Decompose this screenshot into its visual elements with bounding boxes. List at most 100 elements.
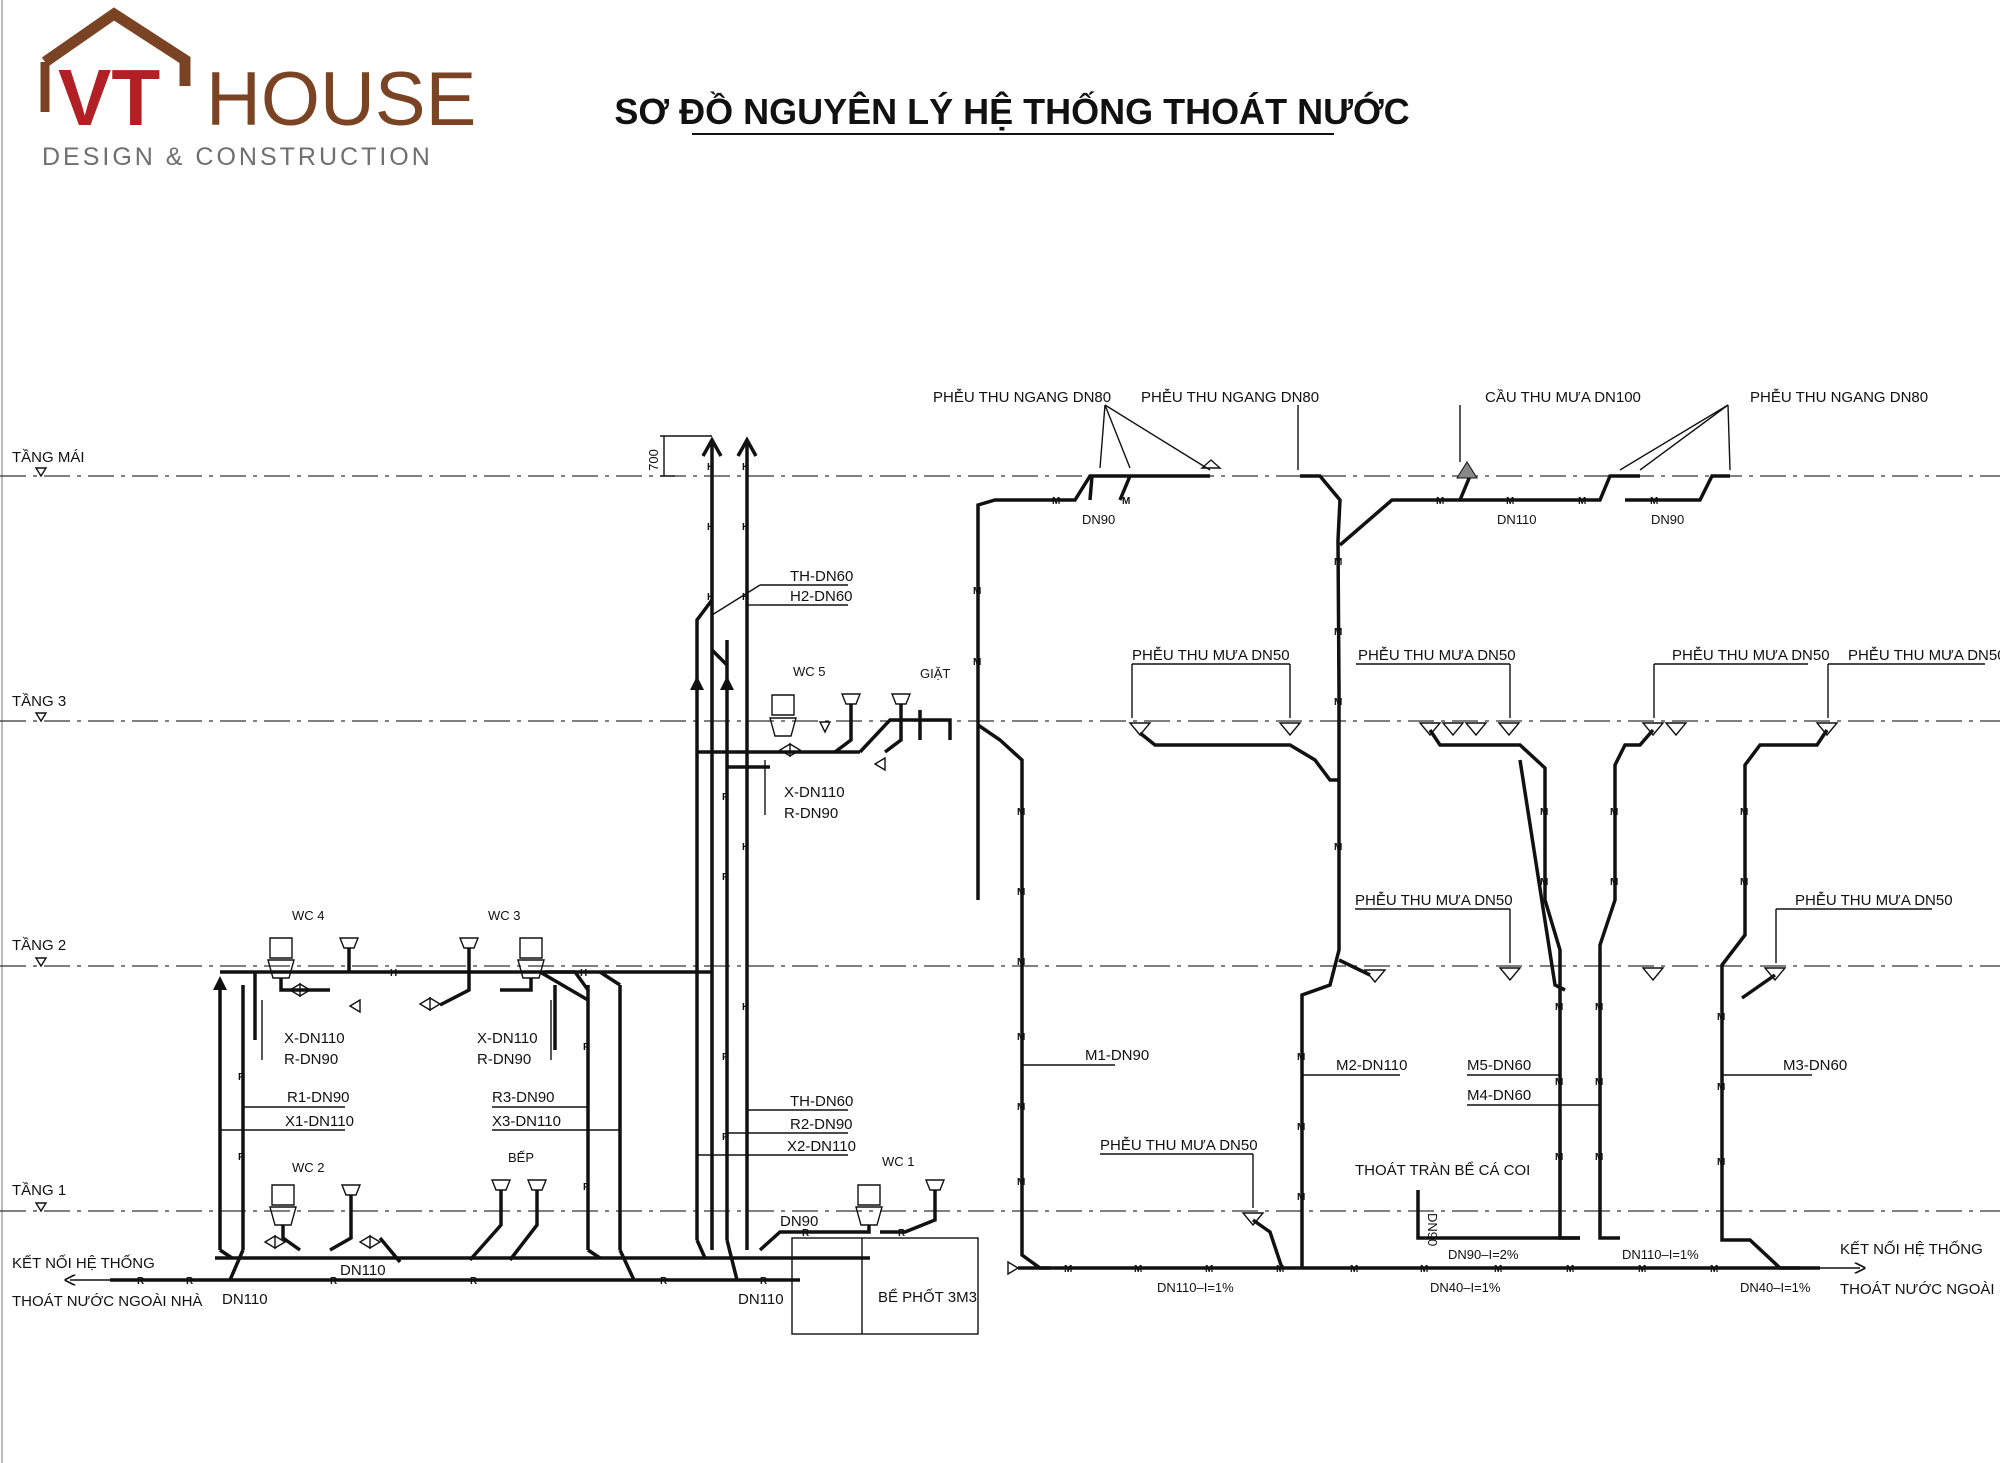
- pipe-code-tag: M: [1334, 697, 1342, 708]
- pipe-label-r-dn90-wc5: R-DN90: [784, 805, 838, 822]
- pipe-code-tag: M: [1122, 496, 1130, 507]
- pipe-code-tag: M: [1555, 1002, 1563, 1013]
- rain-funnel-icon: [1128, 722, 1152, 737]
- pipe-code-tag: R: [760, 1276, 768, 1287]
- pipe-label-r-dn90-wc4: R-DN90: [284, 1051, 338, 1068]
- logo-mark: VT: [58, 53, 160, 142]
- pipe-code-tag: R: [137, 1276, 145, 1287]
- page-title: SƠ ĐỒ NGUYÊN LÝ HỆ THỐNG THOÁT NƯỚC: [614, 90, 1409, 132]
- rain-funnel-icon: [1641, 967, 1665, 982]
- pipe-code-tag: M: [1650, 496, 1658, 507]
- rain-stack-m4: [1598, 728, 1655, 1240]
- rain-stack-m2: [1300, 690, 1341, 1268]
- rain-funnel-icon: [1441, 722, 1465, 737]
- pipe-label-dn90-roof-a: DN90: [1082, 512, 1115, 527]
- level-marker-icon: [34, 1202, 48, 1213]
- pipe-code-tag: M: [1334, 557, 1342, 568]
- level-marker-icon: [34, 712, 48, 723]
- toilet-icon: [769, 694, 797, 737]
- exit-right-line1: KẾT NỐI HỆ THỐNG: [1840, 1240, 1983, 1258]
- branch-pipe: [545, 970, 590, 992]
- toilet-icon: [855, 1184, 883, 1226]
- room-label-wc3: WC 3: [488, 908, 521, 923]
- brand-logo: VT HOUSE DESIGN & CONSTRUCTION: [40, 7, 476, 171]
- leader-line: [711, 584, 761, 616]
- level-label-t2: TẦNG 2: [12, 937, 66, 954]
- pipe-code-tag: M: [1350, 1264, 1358, 1275]
- vent-arrow-icon: [701, 436, 723, 457]
- pipe-label-x2-dn110: X2-DN110: [787, 1138, 856, 1155]
- pipe-code-tag: M: [1717, 1082, 1725, 1093]
- leader-line: [1639, 404, 1729, 471]
- rain-funnel-icon: [1278, 722, 1302, 737]
- sink-icon: [340, 1184, 362, 1196]
- callout-fish-pond: THOÁT TRÀN BỂ CÁ COI: [1355, 1161, 1530, 1179]
- branch-pipe: [468, 1190, 503, 1262]
- branch-pipe: [1338, 958, 1371, 977]
- pipe-label-m4-dn60: M4-DN60: [1467, 1087, 1531, 1104]
- rain-branch-pipe: [1138, 731, 1339, 782]
- pipe-code-tags: M M M M M M M M M M M M M M M M M M M M …: [973, 496, 1748, 1275]
- sink-icon: [458, 937, 480, 949]
- pipe-code-tag: M: [1205, 1264, 1213, 1275]
- roof-collector-pipe: [1300, 474, 1342, 691]
- pipe-label-x1-dn110: X1-DN110: [285, 1113, 354, 1130]
- pipe-code-tag: M: [1595, 1152, 1603, 1163]
- pipe-code-tag: R: [186, 1276, 194, 1287]
- pipe-code-tag: R: [330, 1276, 338, 1287]
- branch-pipe: [1518, 759, 1566, 992]
- pipe-code-tag: M: [1555, 1077, 1563, 1088]
- pipe-code-tag: H: [707, 522, 714, 533]
- valve-icon: [418, 996, 442, 1012]
- level-label-t1: TẦNG 1: [12, 1182, 66, 1199]
- pipe-code-tag: M: [1297, 1052, 1305, 1063]
- pipe-code-tag: H: [390, 968, 397, 979]
- rain-funnel-icon: [1363, 969, 1387, 984]
- branch-pipe: [599, 970, 621, 987]
- callout-rain-t3-d: PHỄU THU MƯA DN50: [1848, 647, 2000, 664]
- cleanout-icon: [1007, 1260, 1020, 1276]
- pipe-code-tag: R: [238, 1152, 246, 1163]
- pipe-label-th-dn60-bot: TH-DN60: [790, 1093, 853, 1110]
- pipe-code-tag: M: [1017, 1032, 1025, 1043]
- room-label-wc4: WC 4: [292, 908, 325, 923]
- pipe-code-tag: M: [1540, 877, 1548, 888]
- valve-icon: [348, 998, 361, 1014]
- branch-pipe: [618, 1249, 636, 1281]
- logo-name: HOUSE: [206, 57, 476, 142]
- roof-funnel-icon: [1200, 459, 1222, 469]
- pipe-code-tag: M: [1017, 957, 1025, 968]
- pipe-code-tag: M: [1276, 1264, 1284, 1275]
- roof-collector-pipe: [976, 474, 1210, 900]
- pipe-label-dn90-slope: DN90–I=2%: [1448, 1247, 1519, 1262]
- pipe-label-r-dn90-wc3: R-DN90: [477, 1051, 531, 1068]
- level-marker-icon: [34, 467, 48, 478]
- check-valve-icon: [690, 676, 704, 690]
- pipe-code-tag: R: [722, 1132, 730, 1143]
- pipe-label-r1-dn90: R1-DN90: [287, 1089, 350, 1106]
- rainwater-system: DN90 KẾT NỐI HỆ THỐNG THOÁT NƯỚC NGOÀI N…: [933, 389, 2000, 1298]
- pipe-code-tag: R: [660, 1276, 668, 1287]
- pipe-code-tag: R: [583, 1042, 591, 1053]
- pipe-code-tag: M: [1710, 1264, 1718, 1275]
- check-valve-icon: [720, 676, 734, 690]
- check-valve-icon: [213, 976, 227, 990]
- exit-left-line2: THOÁT NƯỚC NGOÀI NHÀ: [12, 1293, 202, 1310]
- rain-stack-m1: [977, 723, 1050, 1270]
- pipe-label-m3-dn60: M3-DN60: [1783, 1057, 1847, 1074]
- roof-collector-pipe: [1338, 475, 1472, 547]
- pipe-code-tag: M: [1017, 1177, 1025, 1188]
- exit-right-line2: THOÁT NƯỚC NGOÀI NHÀ: [1840, 1281, 2000, 1298]
- pipe-code-tag: M: [1555, 1152, 1563, 1163]
- callout-rain-t1: PHỄU THU MƯA DN50: [1100, 1137, 1258, 1154]
- sink-icon: [924, 1179, 946, 1191]
- stack-offset-pipe: [710, 648, 729, 667]
- pipe-code-tag: R: [722, 872, 730, 883]
- pipe-code-tag: M: [1610, 877, 1618, 888]
- rain-funnel-icon: [1641, 722, 1665, 737]
- callout-rain-t2-a: PHỄU THU MƯA DN50: [1355, 892, 1513, 909]
- sink-icon: [338, 937, 360, 949]
- sink-icon: [840, 693, 862, 705]
- stack-offset-pipe: [695, 598, 714, 640]
- pipe-label-x-dn110-wc5: X-DN110: [784, 784, 845, 801]
